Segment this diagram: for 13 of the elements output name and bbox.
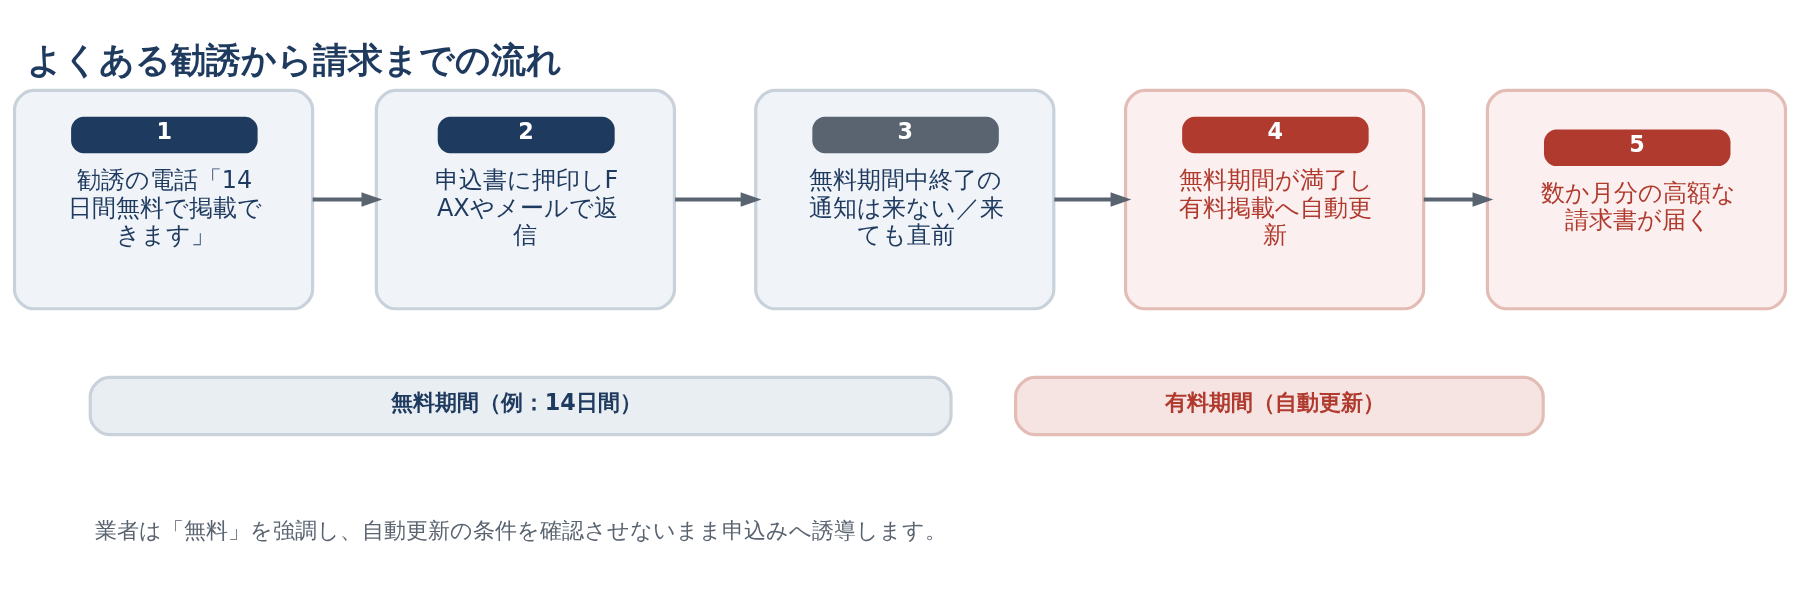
diagram-title: よくある勧誘から請求までの流れ bbox=[27, 39, 563, 81]
arrow bbox=[1054, 192, 1132, 207]
caption: 業者は「無料」を強調し、自動更新の条件を確認させないまま申込みへ誘導します。 bbox=[94, 516, 947, 543]
node-box: 無料期間（例：14日間） bbox=[88, 375, 953, 437]
node-box: 3 無料期間中終了の通知は来ない／来ても直前 bbox=[754, 88, 1056, 311]
node-box: 有料期間（自動更新） bbox=[1013, 375, 1545, 437]
node-box: 5 数か月分の高額な請求書が届く bbox=[1485, 88, 1788, 311]
node-box: 2 申込書に押印しFAXやメールで返信 bbox=[374, 88, 677, 311]
node-box: 1 勧誘の電話「14日間無料で掲載できます」 bbox=[12, 88, 315, 311]
node-box: 4 無料期間が満了し有料掲載へ自動更新 bbox=[1123, 88, 1426, 311]
arrow bbox=[1423, 192, 1494, 207]
arrow bbox=[312, 192, 383, 207]
arrow bbox=[675, 192, 762, 207]
